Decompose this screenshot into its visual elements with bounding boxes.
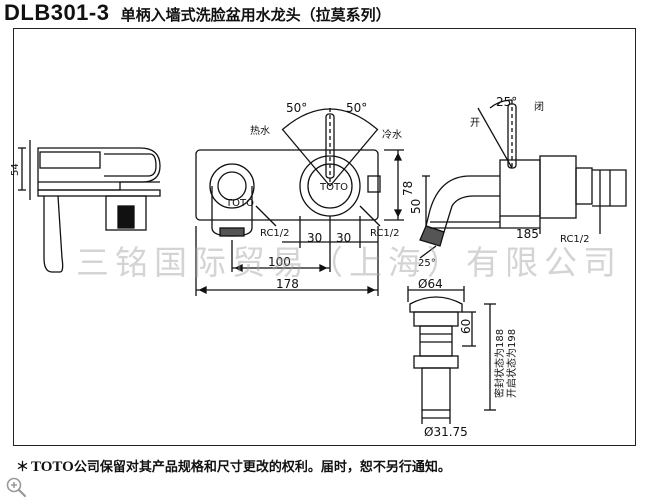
front-spout-outer — [209, 163, 255, 209]
profile-view — [419, 99, 627, 259]
drain-nut — [413, 355, 459, 369]
hot-label: 热水 — [250, 124, 270, 137]
drain-body — [419, 325, 453, 357]
drain-height-dim: 60 — [459, 319, 473, 334]
angle-top: 25° — [496, 95, 517, 109]
drain-closed-label: 密封状态为188 — [493, 329, 506, 398]
cold-label: 冷水 — [382, 128, 402, 141]
side-handle — [104, 153, 157, 177]
handle-brand: TOTO — [319, 182, 348, 193]
side-spout — [43, 195, 64, 273]
side-body-inner — [39, 151, 101, 169]
spout-brand: TOTO — [225, 198, 254, 209]
product-name: 单柄入墙式洗脸盆用水龙头（拉莫系列） — [120, 6, 391, 24]
open-label: 开 — [470, 118, 480, 129]
drain-tail — [421, 367, 451, 411]
front-spout-inner — [217, 171, 247, 201]
footer-brand: TOTO — [31, 459, 74, 475]
rc-left: RC1/2 — [260, 228, 290, 239]
footer-text: 公司保留对其产品规格和尺寸更改的权利。届时，恕不另行通知。 — [73, 460, 451, 475]
profile-cartridge — [539, 155, 577, 219]
angle-bottom: 25° — [418, 258, 436, 269]
model-number: DLB301-3 — [4, 0, 110, 25]
profile-open-ray — [477, 107, 513, 169]
profile-valve — [575, 167, 593, 205]
side-height-dim: 54 — [10, 163, 21, 176]
angle-right: 50° — [346, 101, 367, 115]
profile-angle-arc — [489, 99, 513, 109]
drain-view — [407, 286, 496, 424]
angle-left: 50° — [286, 101, 307, 115]
front-height-dim: 78 — [401, 181, 415, 196]
side-base — [37, 189, 161, 197]
drain-open-label: 开启状态为198 — [505, 329, 518, 398]
drain-diameter-bottom: Ø31.75 — [424, 425, 468, 439]
drawing-frame — [13, 28, 636, 446]
rc-right: RC1/2 — [370, 228, 400, 239]
front-wall-plate — [195, 149, 379, 221]
front-aerator — [219, 227, 245, 237]
profile-spout — [425, 175, 500, 233]
front-view — [195, 108, 404, 296]
dim-30-right: 30 — [336, 231, 351, 245]
profile-height-dim: 50 — [409, 199, 423, 214]
footer-notice: ＊TOTO公司保留对其产品规格和尺寸更改的权利。届时，恕不另行通知。 — [16, 456, 451, 476]
watermark: 三铭国际贸易（上海）有限公司 — [76, 243, 622, 282]
front-ray-hot — [282, 129, 331, 187]
page-title: DLB301-3 单柄入墙式洗脸盆用水龙头（拉莫系列） — [4, 0, 391, 26]
side-cartridge-core — [117, 205, 135, 229]
profile-body — [499, 159, 541, 217]
front-cover — [367, 175, 381, 193]
dim-178: 178 — [276, 277, 299, 291]
dim-30-left: 30 — [307, 231, 322, 245]
profile-aerator — [419, 225, 445, 247]
front-ray-cold — [329, 129, 378, 187]
zoom-in-icon[interactable] — [4, 475, 28, 499]
drain-collar — [413, 311, 459, 327]
drain-diameter-top: Ø64 — [418, 277, 443, 291]
profile-rc: RC1/2 — [560, 234, 590, 245]
close-label: 闭 — [534, 100, 544, 113]
drain-cap — [409, 296, 463, 313]
profile-length-dim: 185 — [516, 227, 539, 241]
footer-star: ＊ — [16, 460, 30, 475]
side-cartridge — [105, 195, 147, 231]
dim-100: 100 — [268, 255, 291, 269]
profile-thread — [592, 169, 627, 207]
side-view — [18, 140, 161, 273]
